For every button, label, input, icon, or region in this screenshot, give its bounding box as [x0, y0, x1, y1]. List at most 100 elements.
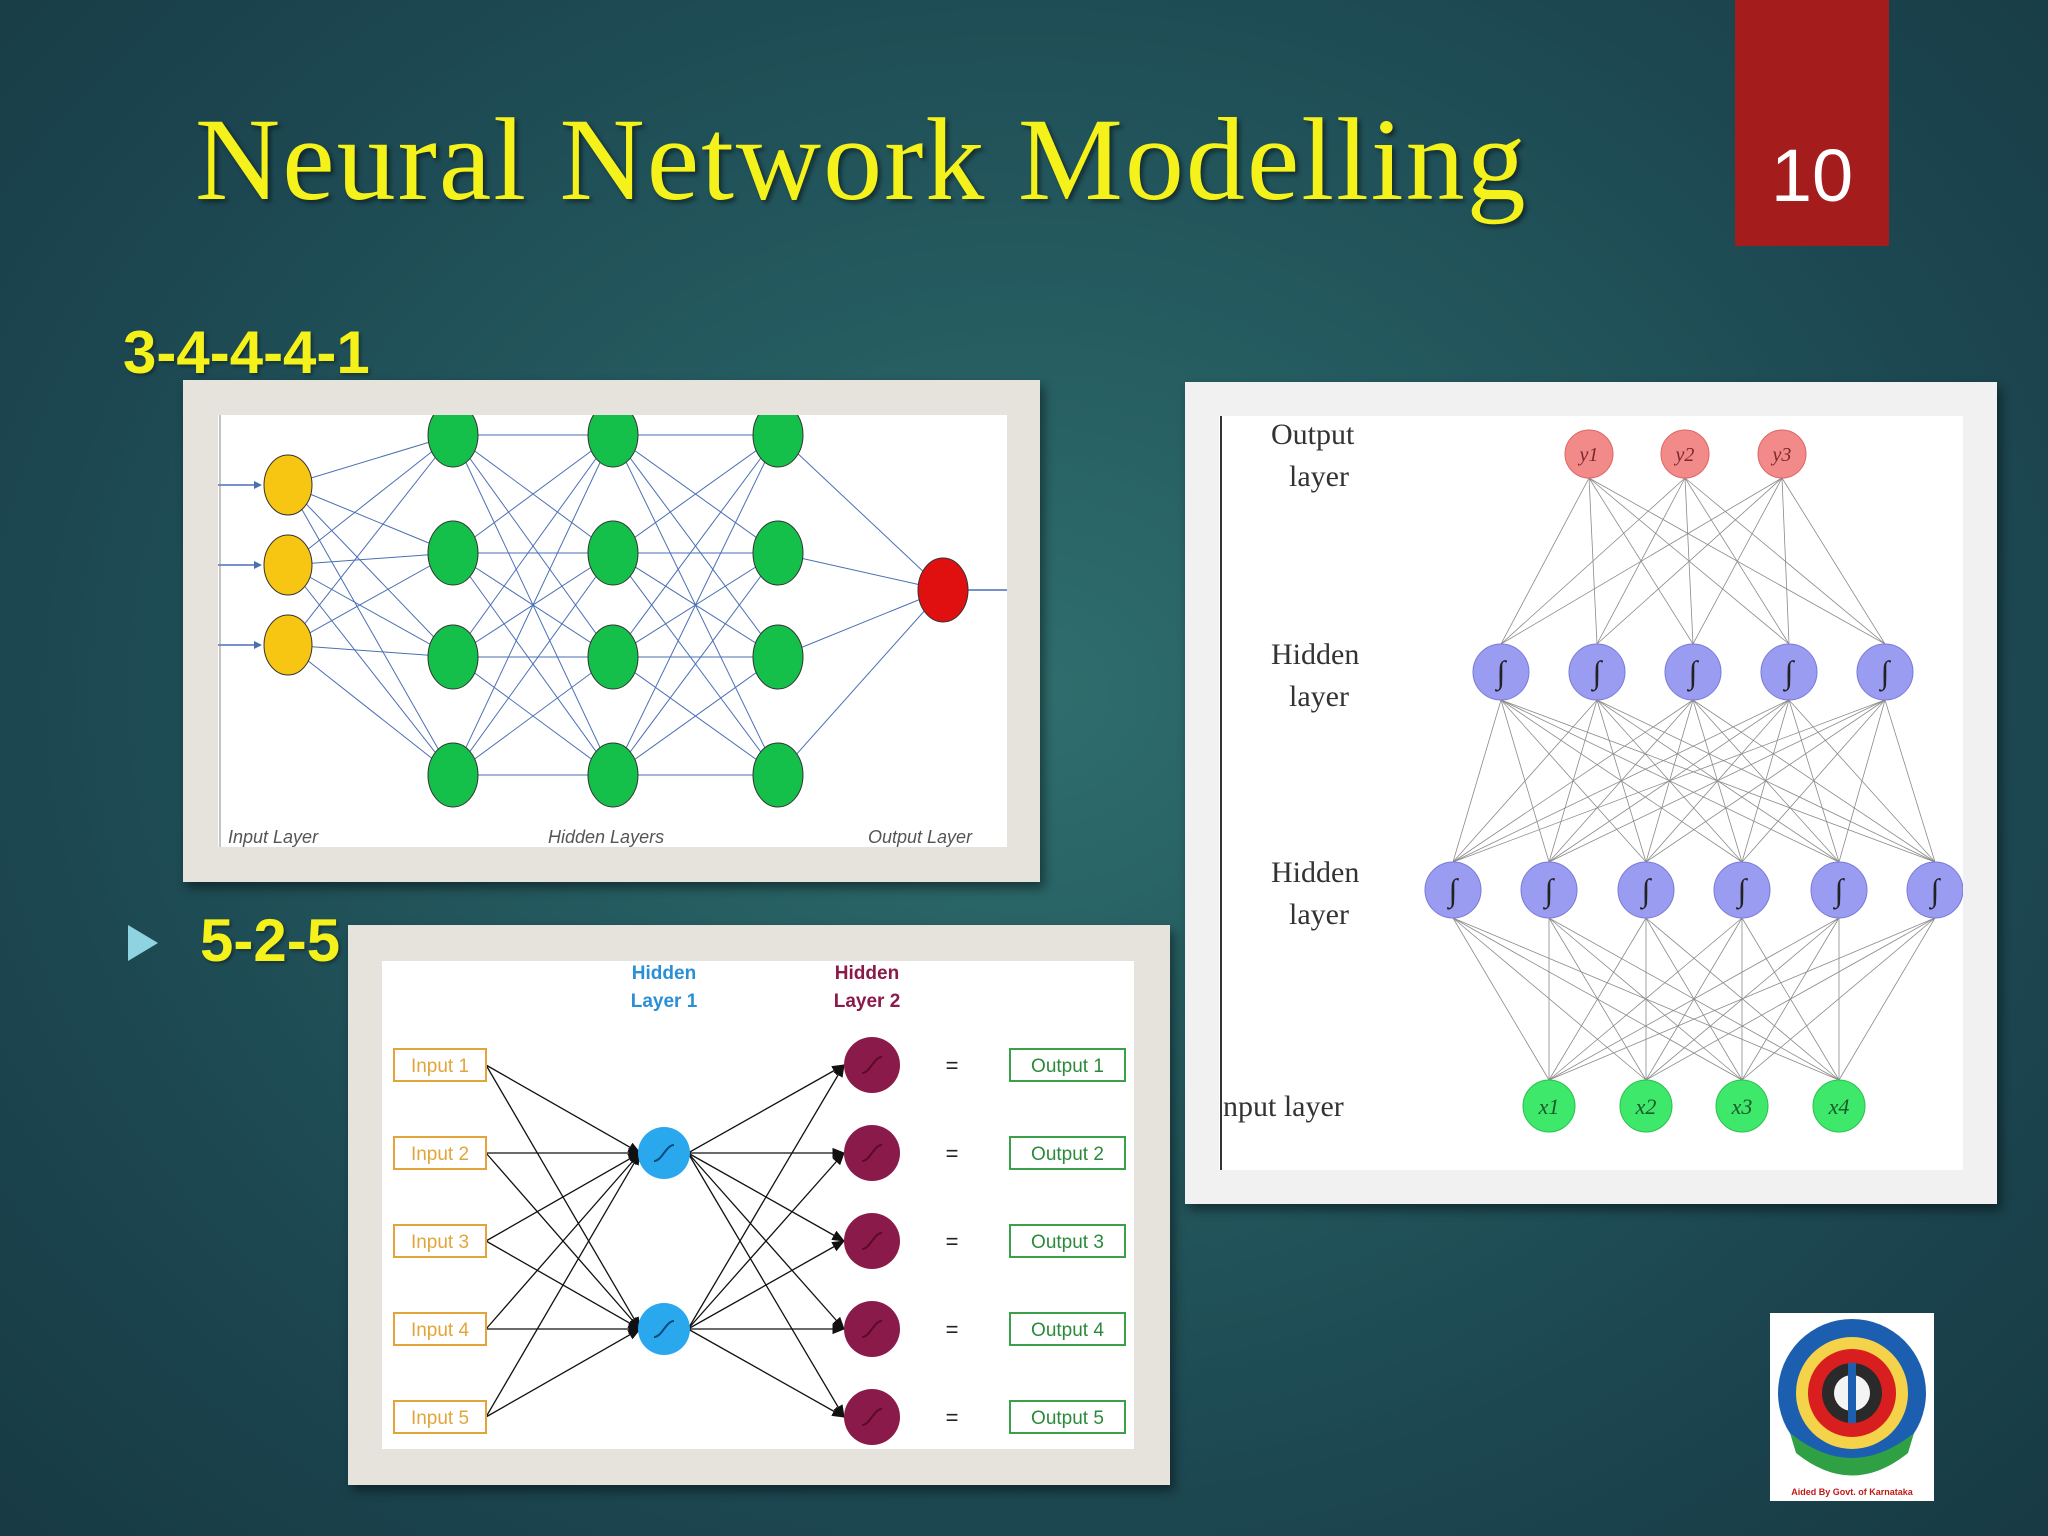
sigmoid-icon	[861, 1056, 883, 1074]
connection-line	[612, 434, 779, 554]
connection-line	[1452, 917, 1550, 1081]
connection-line	[1692, 477, 1783, 645]
input-box	[393, 1312, 487, 1346]
output-node-label: y3	[1771, 444, 1792, 466]
output-box	[1009, 1224, 1126, 1258]
connection-line	[452, 434, 614, 658]
caption-input-layer: Input Layer	[228, 827, 319, 847]
hidden-layer-2-title: Hidden	[835, 963, 899, 984]
network-node	[427, 520, 479, 586]
connection-line	[1781, 477, 1886, 645]
connection-arrow	[485, 1152, 642, 1242]
connection-line	[287, 434, 454, 646]
connection-line	[1452, 699, 1790, 863]
integral-icon: ∫	[1783, 654, 1796, 692]
svg-text:Aided By Govt. of Karnataka: Aided By Govt. of Karnataka	[1791, 1487, 1914, 1497]
connection-line	[1500, 477, 1686, 645]
integral-icon: ∫	[1833, 872, 1846, 910]
connection-line	[1452, 699, 1502, 863]
hidden-layer-label-b-2: layer	[1289, 898, 1349, 931]
connection-line	[1741, 699, 1886, 863]
page-number: 10	[1770, 134, 1854, 217]
connection-line	[287, 564, 454, 658]
connection-line	[777, 434, 944, 591]
connection-arrow	[687, 1063, 845, 1330]
connection-arrow	[687, 1064, 846, 1154]
connection-arrow	[485, 1151, 641, 1418]
input-label: Input 4	[411, 1320, 470, 1341]
sigmoid-icon	[861, 1232, 883, 1250]
input-layer-label: nput layer	[1223, 1090, 1344, 1123]
connection-line	[287, 484, 454, 554]
connection-line	[1884, 699, 1936, 863]
sigmoid-icon	[861, 1408, 883, 1426]
integral-icon: ∫	[1543, 872, 1556, 910]
connection-arrow	[687, 1328, 846, 1418]
input-node-label: x4	[1828, 1094, 1850, 1119]
input-label: Input 5	[411, 1408, 469, 1429]
connection-line	[1645, 699, 1886, 863]
input-node-label: x1	[1538, 1094, 1560, 1119]
connection-line	[287, 552, 454, 566]
caption-hidden-layers: Hidden Layers	[548, 827, 664, 847]
input-node-label: x3	[1731, 1094, 1753, 1119]
hidden-node	[1424, 861, 1482, 919]
sigmoid-icon	[653, 1144, 675, 1162]
integral-icon: ∫	[1736, 872, 1749, 910]
label-5-2-5: 5-2-5	[200, 907, 341, 974]
connection-line	[287, 552, 454, 646]
input-box	[393, 1400, 487, 1434]
connection-line	[777, 552, 944, 591]
connection-line	[287, 484, 454, 658]
input-label: Input 1	[411, 1056, 469, 1077]
arrowhead-icon	[254, 481, 262, 489]
input-box	[393, 1048, 487, 1082]
network-node	[263, 534, 313, 596]
input-label: Input 2	[411, 1144, 469, 1165]
output-box	[1009, 1136, 1126, 1170]
hidden-layer-label: Hidden	[1271, 638, 1359, 671]
connection-line	[1452, 699, 1694, 863]
connection-line	[1838, 917, 1936, 1081]
output-label: Output 5	[1031, 1408, 1104, 1429]
output-node	[1660, 429, 1710, 479]
page-number-badge: 10	[1735, 0, 1889, 246]
hidden-node	[1520, 861, 1578, 919]
connection-line	[612, 434, 779, 658]
connection-line	[1548, 917, 1647, 1081]
network-node	[917, 557, 969, 623]
integral-icon: ∫	[1929, 872, 1942, 910]
output-layer-label-2: layer	[1289, 460, 1349, 493]
equals-sign: =	[946, 1053, 959, 1078]
connection-arrow	[485, 1064, 642, 1154]
slide-title: Neural Network Modelling	[195, 94, 1528, 225]
connection-arrow	[687, 1152, 845, 1330]
output-box	[1009, 1400, 1126, 1434]
input-node	[1715, 1079, 1769, 1133]
hidden-node	[1617, 861, 1675, 919]
network-node	[587, 415, 639, 468]
connection-line	[1452, 699, 1598, 863]
network-node	[587, 624, 639, 690]
connection-line	[777, 589, 944, 658]
hidden-node	[1906, 861, 1963, 919]
network-node	[263, 454, 313, 516]
output-label: Output 3	[1031, 1232, 1104, 1253]
arrowhead-icon	[254, 561, 262, 569]
integral-icon: ∫	[1447, 872, 1460, 910]
connection-line	[452, 434, 614, 776]
input-box	[393, 1224, 487, 1258]
hidden-node	[1472, 643, 1530, 701]
network-node	[587, 742, 639, 808]
hidden-layer-1-title: Hidden	[632, 963, 696, 984]
connection-line	[1548, 699, 1886, 863]
hidden-layer-1-subtitle: Layer 1	[631, 991, 698, 1012]
connection-line	[287, 434, 454, 566]
output-label: Output 4	[1031, 1320, 1104, 1341]
hidden-node	[1568, 643, 1626, 701]
connection-line	[1452, 917, 1647, 1081]
